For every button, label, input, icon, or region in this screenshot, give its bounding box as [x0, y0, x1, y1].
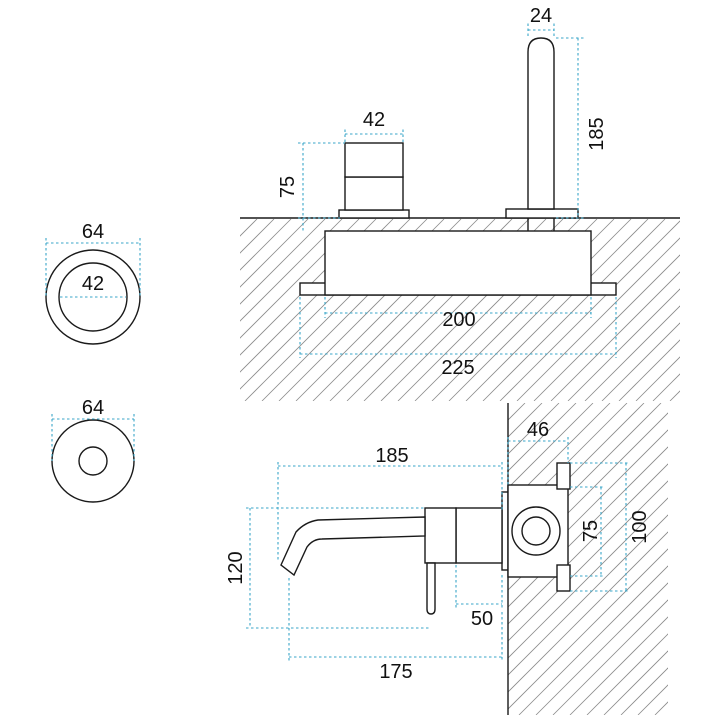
dim-line-ring-outer — [45, 238, 141, 297]
hatch-line — [508, 403, 611, 506]
hatch-line — [535, 582, 668, 715]
hatch-line — [465, 219, 649, 401]
hatch-line — [508, 514, 668, 676]
spout-rosette — [505, 208, 579, 219]
hatch-line — [550, 271, 680, 401]
hatch-line — [584, 305, 680, 401]
dim-line-plate-width — [324, 297, 592, 318]
hatch-line — [508, 403, 662, 557]
dim-line-overall-width — [299, 297, 617, 358]
box-ear-bottom — [556, 564, 571, 592]
dim-label-spout-height-side: 120 — [225, 551, 247, 584]
hatch-line — [240, 219, 326, 305]
hatch-line — [618, 339, 680, 401]
dim-line-spout-height — [556, 37, 584, 219]
dim-line-handle-width — [344, 128, 404, 142]
cartridge-inner — [521, 516, 551, 546]
handle-base — [344, 176, 404, 211]
hatch-line — [482, 219, 666, 401]
hatch-line — [603, 650, 668, 715]
dim-line-spout-width — [527, 22, 555, 36]
escutcheon-plate-side — [501, 491, 509, 571]
disc-center-hole — [78, 446, 108, 476]
hatch-line — [240, 219, 343, 322]
hatch-line — [516, 237, 680, 401]
hatch-line — [240, 219, 292, 271]
dim-label-lever-offset: 50 — [471, 608, 493, 630]
hatch-line — [669, 390, 680, 401]
dim-label-disc-diameter: 64 — [82, 397, 104, 419]
disc-escutcheon-view: 64 — [51, 397, 135, 503]
hatch-line — [448, 219, 632, 401]
dim-label-body-height: 75 — [580, 520, 602, 542]
hatch-line — [552, 599, 668, 715]
hatch-line — [508, 548, 668, 710]
hatch-line — [240, 219, 275, 254]
faucet-side-view — [280, 462, 571, 615]
hatch-line — [586, 633, 668, 715]
dim-line-body-depth — [507, 437, 569, 485]
dim-label-handle-height: 75 — [277, 176, 299, 198]
hatch-line — [687, 219, 720, 401]
dim-label-ring-inner: 42 — [82, 273, 104, 295]
handle-lever — [344, 142, 404, 178]
handle-body-side — [455, 507, 503, 564]
faucet-top-view — [299, 37, 617, 296]
dim-line-lever-offset — [455, 565, 503, 608]
dim-label-overall-width: 225 — [441, 357, 474, 379]
ring-inner-circle — [58, 262, 128, 332]
hatch-line — [508, 403, 628, 523]
hatch-line — [635, 356, 680, 401]
spout-pipe — [527, 37, 555, 210]
ring-escutcheon-view: 64 42 — [45, 221, 141, 345]
hatch-line — [240, 219, 309, 288]
dim-line-disc-diameter — [51, 414, 135, 461]
hatch-line — [567, 288, 680, 401]
hatch-line — [508, 403, 594, 489]
dim-line-spout-height-side — [246, 507, 430, 629]
hatch-line — [508, 531, 668, 693]
hatch-line — [508, 403, 577, 472]
hatch-line — [620, 667, 668, 715]
dim-label-ring-outer: 64 — [82, 221, 104, 243]
hatch-pattern-side — [508, 403, 720, 715]
spout-body-side — [424, 507, 457, 564]
dimensions-side-view: 185 46 75 100 120 50 175 — [225, 419, 651, 683]
handle-rosette — [338, 209, 410, 219]
dim-label-handle-width: 42 — [363, 109, 385, 131]
box-ear-top — [556, 462, 571, 490]
dim-line-handle-height — [298, 142, 345, 232]
dim-line-lever-projection — [288, 578, 503, 661]
hatch-line — [508, 403, 645, 540]
dim-line-body-height — [570, 486, 605, 577]
hatch-line — [508, 480, 668, 642]
dim-label-lever-projection: 175 — [379, 661, 412, 683]
concealed-body — [324, 230, 592, 296]
dim-line-box-height — [570, 462, 630, 592]
hatch-line — [569, 616, 668, 715]
spout-arm-side — [280, 516, 426, 577]
hatch-line — [508, 497, 668, 659]
hatch-line — [518, 565, 668, 715]
hatch-line — [508, 463, 668, 625]
hatch-line — [601, 322, 680, 401]
dimensions-top-view: 24 185 42 75 200 225 — [277, 5, 617, 379]
dim-label-spout-height: 185 — [586, 117, 608, 150]
hatch-line — [499, 220, 680, 401]
dim-label-spout-projection: 185 — [375, 445, 408, 467]
lever-side — [426, 562, 436, 615]
dim-label-spout-width: 24 — [530, 5, 552, 27]
dim-label-body-depth: 46 — [527, 419, 549, 441]
dim-label-plate-width: 200 — [442, 309, 475, 331]
hatch-line — [672, 403, 720, 715]
dim-line-spout-projection — [277, 462, 503, 560]
dim-label-box-height: 100 — [629, 510, 651, 543]
hatch-line — [533, 254, 680, 401]
